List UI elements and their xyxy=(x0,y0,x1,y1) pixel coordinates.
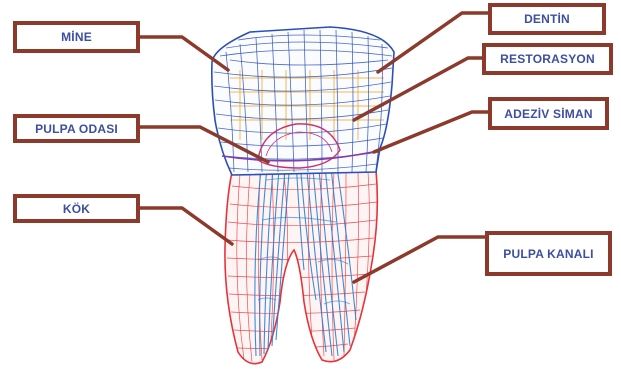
label-kok: KÖK xyxy=(13,194,140,223)
leader-kok xyxy=(140,208,232,244)
label-dentin: DENTİN xyxy=(488,3,606,35)
label-pulpa-odasi: PULPA ODASI xyxy=(13,114,140,143)
label-mine: MİNE xyxy=(13,21,140,53)
crown-mesh xyxy=(212,27,394,175)
root-mesh xyxy=(225,170,377,364)
leader-dentin xyxy=(378,13,488,72)
label-pulpa-kanali: PULPA KANALI xyxy=(485,231,612,276)
label-restorasyon: RESTORASYON xyxy=(482,43,613,75)
label-adeziv-siman: ADEZİV SİMAN xyxy=(488,97,609,130)
leader-adeziv-siman xyxy=(374,112,488,152)
